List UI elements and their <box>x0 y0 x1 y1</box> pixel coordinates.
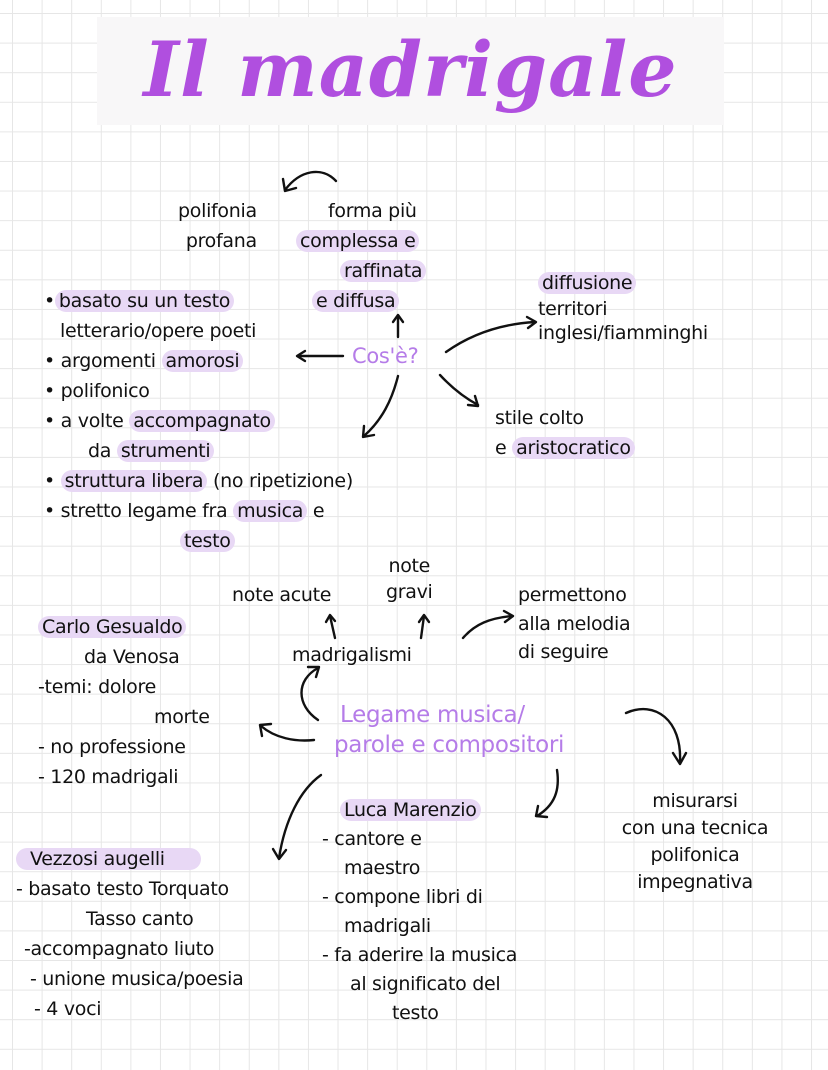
vezzosi-name: Vezzosi augelli <box>16 848 201 870</box>
feature-item: • a volte accompagnato <box>44 406 353 436</box>
vezzosi-node: Vezzosi augelli - basato testo Torquato … <box>16 848 244 1020</box>
features-list: •basato su un testo letterario/opere poe… <box>44 286 353 556</box>
arrow-to-polifonia <box>283 170 338 192</box>
gesualdo-name: Carlo Gesualdo <box>38 616 187 638</box>
page-title: Il madrigale <box>143 24 678 114</box>
arrow-to-permettono <box>461 614 514 640</box>
misurarsi-node: misurarsi con una tecnica polifonica imp… <box>621 790 769 893</box>
marenzio-node: Luca Marenzio - cantore e maestro - comp… <box>322 799 518 1024</box>
diffusione-node: diffusione territori inglesi/fiamminghi <box>538 272 708 344</box>
arrow-note-acute <box>328 614 337 640</box>
arrow-to-madrigalismi <box>300 666 320 722</box>
arrow-to-vezzosi <box>277 773 323 860</box>
feature-item: • argomenti amorosi <box>44 346 353 376</box>
polifonia-profana-node: polifonia profana <box>178 200 257 252</box>
arrow-to-gesualdo <box>259 724 316 742</box>
arrow-down-left <box>362 374 400 438</box>
marenzio-name: Luca Marenzio <box>340 799 481 821</box>
arrow-to-marenzio <box>535 768 559 818</box>
central-topic-legame: Legame musica/ parole e compositori <box>334 702 565 758</box>
arrow-note-gravi <box>419 614 426 640</box>
central-topic-cose: Cos'è? <box>352 344 419 368</box>
stile-node: stile colto e aristocratico <box>495 403 635 463</box>
arrow-to-misurarsi <box>624 707 682 764</box>
gesualdo-node: Carlo Gesualdo da Venosa -temi: dolore m… <box>38 616 210 788</box>
feature-item: • stretto legame fra musica e <box>44 500 325 522</box>
feature-item: • struttura libera (no ripetizione) <box>44 470 353 492</box>
madrigalismi-node: madrigalismi <box>292 644 412 666</box>
note-gravi-node: note gravi <box>386 555 433 603</box>
feature-item: • polifonico <box>44 380 150 402</box>
arrow-to-stile <box>438 373 480 407</box>
title-banner <box>97 17 724 125</box>
feature-item: •basato su un testo <box>44 286 353 316</box>
arrow-to-diffusione <box>444 320 537 354</box>
note-acute-node: note acute <box>232 584 332 606</box>
forma-node: forma più complessa e raffinata e diffus… <box>296 196 427 316</box>
permettono-node: permettono alla melodia di seguire <box>518 584 631 663</box>
